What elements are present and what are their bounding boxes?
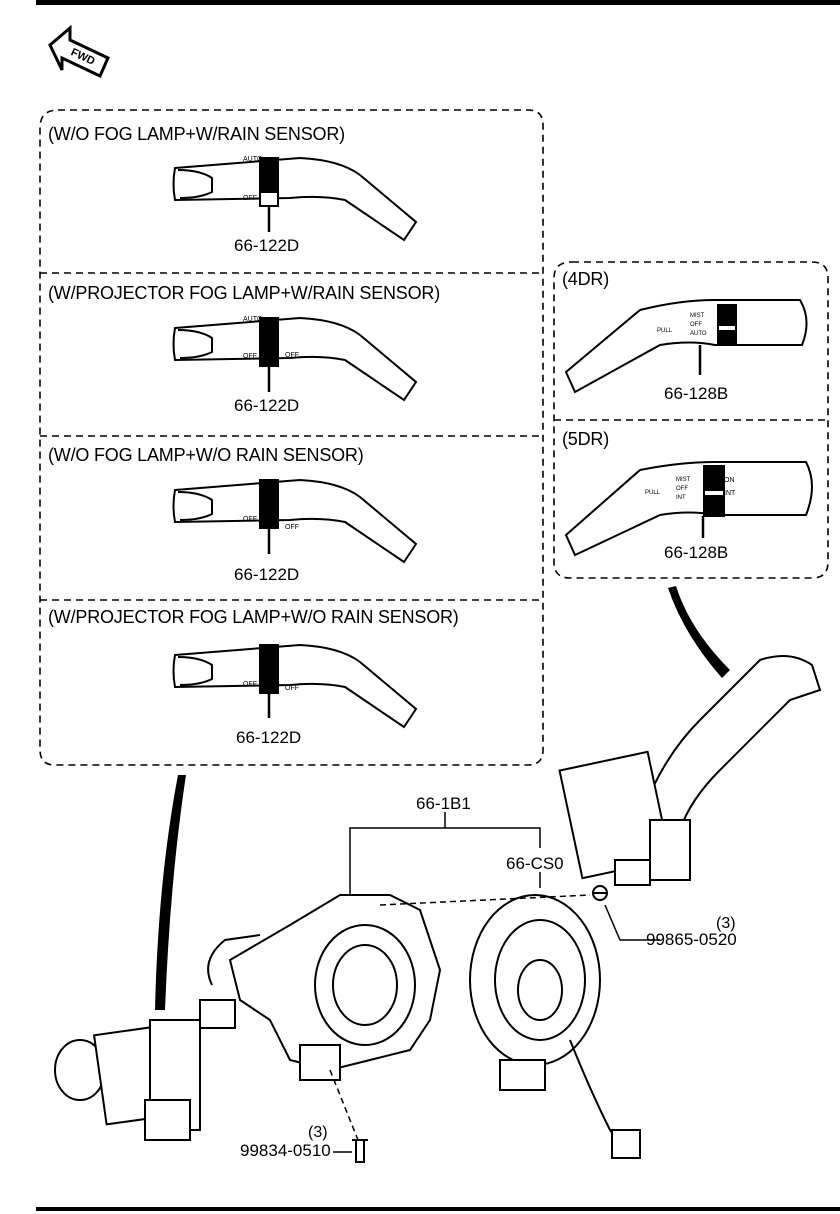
marking-5dr-off: OFF: [676, 486, 688, 492]
marking-off-3: OFF: [243, 516, 257, 523]
left-group-frame: [39, 109, 544, 766]
light-switch-assembly: [54, 1019, 201, 1141]
screw-right-icon: [592, 885, 608, 901]
top-border: [36, 0, 840, 5]
combination-switch-body: [199, 894, 442, 1081]
light-switch-lever-4: [172, 643, 418, 729]
part-number-66-122d-4: 66-122D: [236, 728, 302, 747]
marking-4dr-auto: AUTO: [690, 331, 707, 337]
wiper-switch-assembly: [558, 655, 822, 886]
section-title-4dr: (4DR): [562, 269, 609, 289]
section-title-1: (W/O FOG LAMP+W/RAIN SENSOR): [48, 124, 345, 144]
marking-auto-2: AUTO: [243, 316, 263, 323]
part-number-66-122d-3: 66-122D: [234, 565, 300, 584]
leader-left: [155, 775, 186, 1010]
part-number-66-cs0: 66-CS0: [506, 854, 564, 873]
marking-5dr-int: INT: [676, 495, 686, 501]
right-group-frame: [553, 261, 829, 579]
marking-5dr-pull: PULL: [645, 490, 661, 496]
marking-fog-off-2: OFF: [285, 352, 299, 359]
leader-right: [668, 586, 730, 678]
marking-off-1: OFF: [243, 195, 257, 202]
marking-5dr-mist: MIST: [676, 477, 691, 483]
marking-off-4: OFF: [243, 681, 257, 688]
marking-4dr-pull: PULL: [657, 328, 673, 334]
marking-5dr-on: ON: [724, 477, 735, 484]
fwd-arrow-icon: [48, 24, 110, 79]
section-title-5dr: (5DR): [562, 429, 609, 449]
section-title-2: (W/PROJECTOR FOG LAMP+W/RAIN SENSOR): [48, 283, 440, 303]
clock-spring: [469, 894, 641, 1159]
section-title-3: (W/O FOG LAMP+W/O RAIN SENSOR): [48, 445, 364, 465]
part-number-99834-0510: 99834-0510: [240, 1141, 331, 1160]
wiper-lever-5dr: [564, 461, 813, 557]
section-title-4: (W/PROJECTOR FOG LAMP+W/O RAIN SENSOR): [48, 607, 459, 627]
part-number-66-122d-2: 66-122D: [234, 396, 300, 415]
marking-fog-off-3: OFF: [285, 524, 299, 531]
part-number-99865-0520: 99865-0520: [646, 930, 737, 949]
callout-lines: [329, 812, 660, 1153]
marking-fog-off-4: OFF: [285, 685, 299, 692]
part-number-66-128b-5dr: 66-128B: [664, 543, 729, 562]
marking-4dr-mist: MIST: [690, 313, 705, 319]
screw-bottom-icon: [352, 1139, 368, 1163]
marking-off-2: OFF: [243, 353, 257, 360]
light-switch-lever-3: [172, 478, 418, 564]
marking-auto-1: AUTO: [243, 156, 263, 163]
light-switch-lever-2: [172, 316, 418, 402]
wiper-lever-4dr: [564, 299, 808, 394]
marking-5dr-int-rear: INT: [724, 490, 736, 497]
part-number-66-128b-4dr: 66-128B: [664, 384, 729, 403]
part-number-66-1b1: 66-1B1: [416, 794, 471, 813]
bottom-border: [36, 1207, 840, 1211]
qty-screw-bottom: (3): [308, 1124, 328, 1141]
qty-screw-right: (3): [716, 915, 736, 932]
light-switch-lever-1: [172, 156, 418, 242]
part-number-66-122d-1: 66-122D: [234, 236, 300, 255]
marking-4dr-off: OFF: [690, 322, 702, 328]
